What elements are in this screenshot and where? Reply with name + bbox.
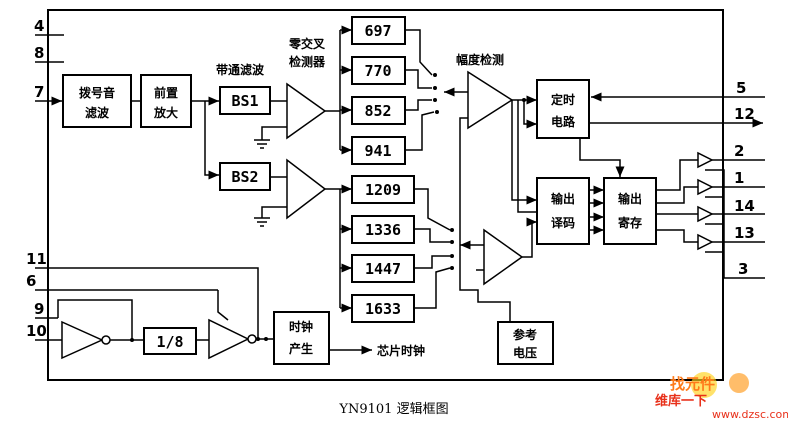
reference-voltage-line2: 电压 [513,345,537,360]
bs2-label: BS2 [231,168,258,186]
freq-1209-label: 1209 [365,181,401,199]
pin-11-label: 11 [26,250,47,268]
timer-circuit-block [536,79,590,139]
zerocross-comparator-2 [286,158,327,220]
freq-box-1336 [351,215,415,244]
output-buffer-2 [697,178,714,196]
ground-symbol-1 [254,126,287,149]
output-buffer-4 [697,233,714,251]
output-decoder-line1: 输出 [551,191,575,206]
divider-label: 1/8 [156,333,183,351]
diagram-caption: YN9101 逻辑框图 [338,402,448,417]
output-buffer-1 [697,151,714,169]
pin-4-label: 4 [34,17,44,35]
pin-6-label: 6 [26,272,36,290]
preamp-line2: 放大 [153,105,178,120]
dial-tone-filter-block [62,74,132,128]
high-tone-filters: 1209 1336 1447 1633 [351,175,415,323]
pin-5-label: 5 [736,79,746,97]
freq-1336-label: 1336 [365,221,401,239]
pin-3-label: 3 [738,260,748,278]
freq-941-label: 941 [364,142,391,160]
clock-generator-block [273,311,330,365]
watermark-line2: 维库一下 [655,393,707,409]
pin-12-label: 12 [734,105,755,123]
watermark-logo: 找元件 维库一下 www.dzsc.com [655,372,788,421]
left-pins: 4 8 7 11 6 9 10 [26,17,228,341]
freq-770-label: 770 [364,62,391,80]
clock-generator-line1: 时钟 [289,319,313,334]
freq-1447-label: 1447 [365,260,401,278]
output-latch-line2: 寄存 [618,215,642,230]
chip-boundary [47,9,724,381]
clock-generator-line2: 产生 [289,341,313,356]
pin-8-label: 8 [34,44,44,62]
amplitude-comparator-low [467,70,514,130]
timer-circuit-line1: 定时 [551,92,575,107]
bandpass-label: 带通滤波 [216,62,265,77]
freq-1633-label: 1633 [365,300,401,318]
pin-10-label: 10 [26,322,47,340]
amplitude-detect-label: 幅度检测 [456,52,504,67]
output-decoder-block [536,177,590,245]
pin-7-label: 7 [34,83,44,101]
output-decoder-line2: 译码 [551,216,575,230]
divider-block [143,327,197,355]
zerocross-label-line2: 检测器 [289,54,326,69]
output-latch-block [603,177,657,245]
freq-box-1633 [351,294,415,323]
output-latch-line1: 输出 [618,191,642,206]
pin-9-label: 9 [34,300,44,318]
clock-buffer-inverter [208,318,250,360]
pin-2-label: 2 [734,142,744,160]
low-tone-filters: 697 770 852 941 [351,16,406,165]
bs1-filter-block [219,86,271,115]
zerocross-comparator-1 [286,82,327,140]
ground-symbol-2 [254,206,287,227]
freq-697-label: 697 [364,22,391,40]
bs2-filter-block [219,162,271,191]
oscillator-inverter [61,320,104,360]
amplitude-comparator-high [483,228,524,286]
timer-circuit-line2: 电路 [551,114,576,129]
preamp-line1: 前置 [154,85,178,100]
zerocross-label-line1: 零交叉 [288,36,326,51]
freq-852-label: 852 [364,102,391,120]
output-buffers: 2 1 14 13 3 [656,142,765,279]
output-buffer-3 [697,205,714,223]
watermark-line1: 找元件 [670,375,715,393]
freq-box-852 [351,96,406,125]
pin-1-label: 1 [734,169,744,187]
freq-box-1209 [351,175,415,204]
preamp-block [140,74,192,128]
reference-voltage-block [497,321,554,365]
chip-clock-label: 芯片时钟 [377,343,425,358]
watermark-url: www.dzsc.com [712,408,788,421]
pin-13-label: 13 [734,224,755,242]
dial-tone-filter-line2: 滤波 [85,105,110,120]
pin-14-label: 14 [734,197,755,215]
dial-tone-filter-line1: 拨号音 [79,85,115,100]
reference-voltage-line1: 参考 [513,327,537,342]
bs1-label: BS1 [231,92,258,110]
